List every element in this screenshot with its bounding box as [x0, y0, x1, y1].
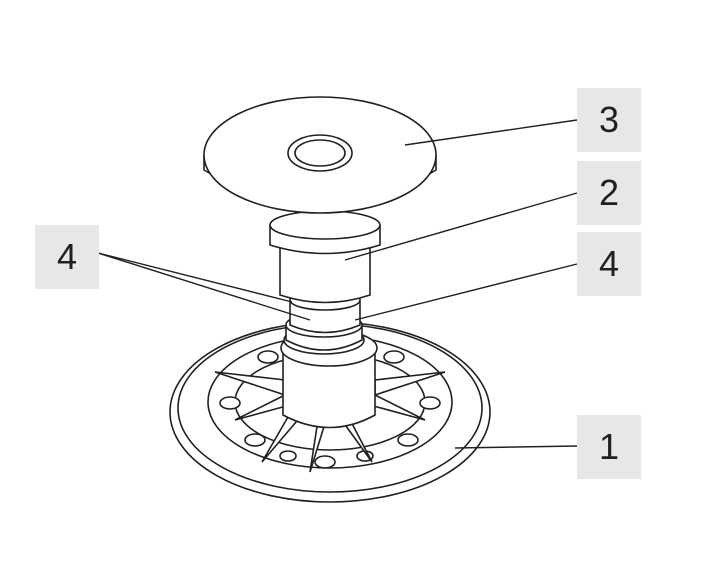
callout-head: 3	[577, 88, 641, 152]
callout-spindle: 2	[577, 161, 641, 225]
leader-lines	[97, 119, 578, 449]
head-plate	[203, 96, 437, 214]
spindle	[269, 210, 381, 334]
base-plate	[169, 312, 491, 503]
callout-base: 1	[577, 415, 641, 479]
callout-lock-nut-upper: 4	[577, 232, 641, 296]
callout-lock-nut-lower: 4	[35, 225, 99, 289]
